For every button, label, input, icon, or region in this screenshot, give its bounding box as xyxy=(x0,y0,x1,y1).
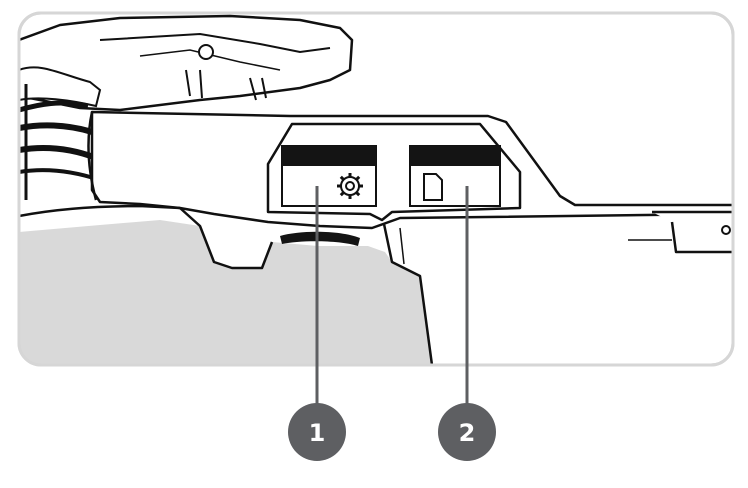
upper-detail-2 xyxy=(139,49,281,71)
leg-inner xyxy=(399,227,405,265)
callout-1: 1 xyxy=(288,403,346,461)
frame-border xyxy=(17,11,735,367)
callout-2: 2 xyxy=(438,403,496,461)
body-left-curve xyxy=(87,111,98,201)
bracket-leg xyxy=(185,69,267,101)
body-bottom-edge xyxy=(19,204,181,218)
lower-leg xyxy=(382,223,434,365)
shadow-area xyxy=(19,220,432,365)
gear-icon xyxy=(337,173,363,199)
right-tab-hole xyxy=(721,225,731,235)
sd-card-port-slot xyxy=(410,146,500,166)
right-tab xyxy=(652,210,733,254)
callout-2-number: 2 xyxy=(459,419,476,447)
sd-card-icon xyxy=(423,173,443,201)
roller-dark xyxy=(280,231,360,246)
lower-bracket xyxy=(179,207,274,270)
callout-1-number: 1 xyxy=(309,419,326,447)
wire-bundle xyxy=(19,66,102,108)
device-drawing xyxy=(19,14,733,365)
sd-card-port xyxy=(409,145,501,207)
settings-port-slot xyxy=(282,146,376,166)
settings-port xyxy=(281,145,377,207)
upper-detail-1 xyxy=(99,32,331,54)
screw-head xyxy=(198,44,214,60)
